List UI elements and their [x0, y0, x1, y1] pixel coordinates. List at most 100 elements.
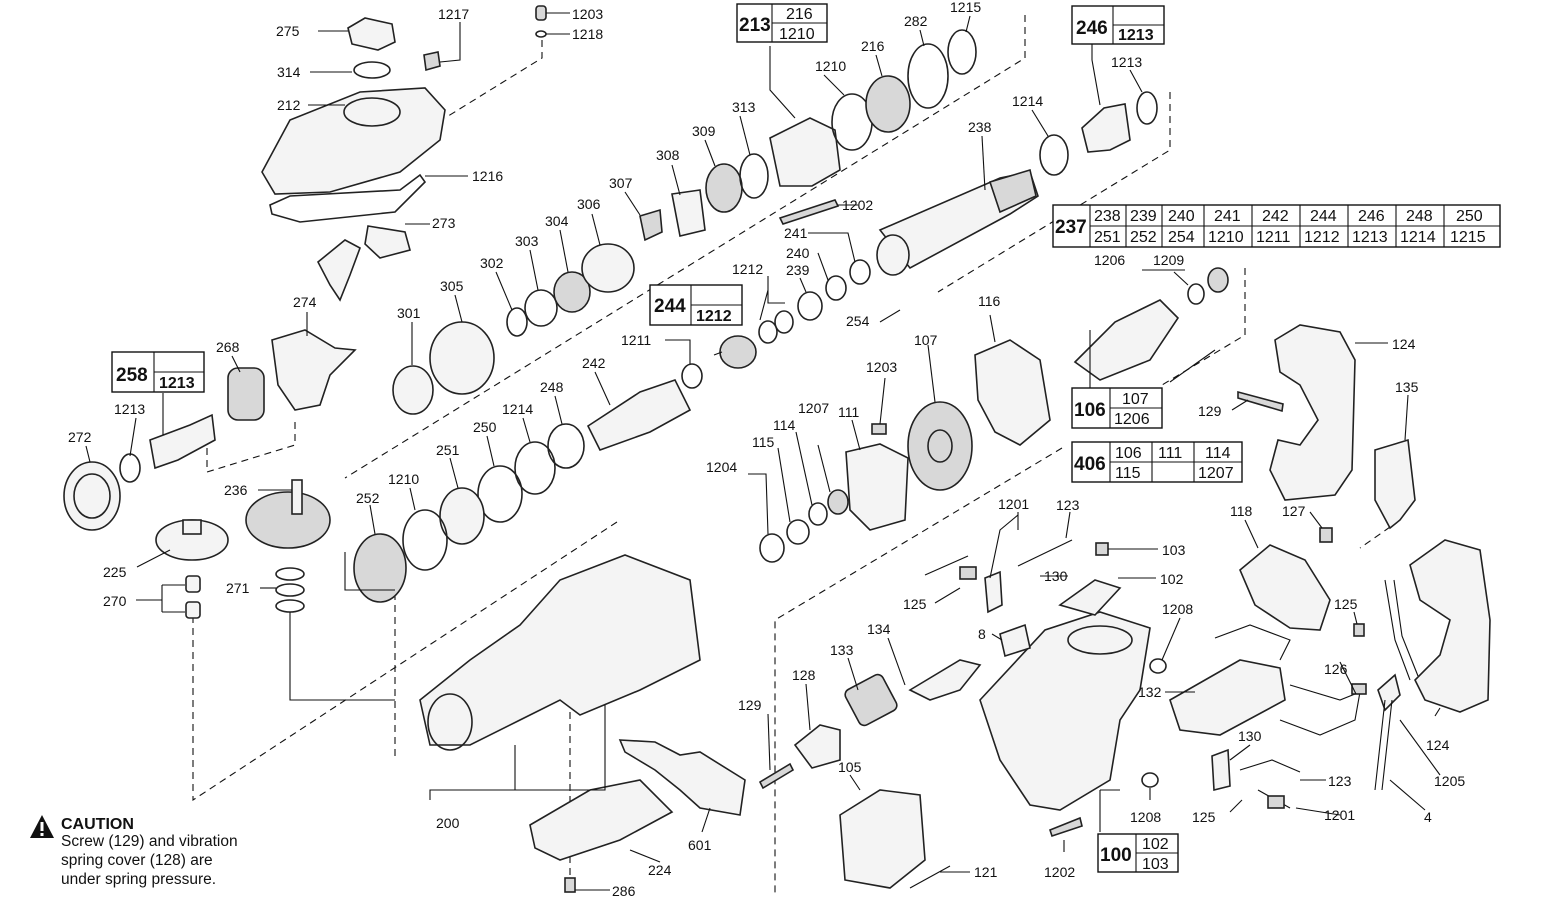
kit-box-106-item: 107 — [1122, 391, 1149, 408]
part-label-303: 303 — [515, 233, 539, 249]
part-label-270: 270 — [103, 593, 127, 609]
part-label-1216: 1216 — [472, 168, 503, 184]
part-label-282: 282 — [904, 13, 928, 29]
kit-table-237-cell: 246 — [1358, 208, 1385, 225]
kit-table-237: 237 238 239 240 241 242 244 246 248 250 … — [1052, 204, 1501, 248]
kit-table-237-cell: 240 — [1168, 208, 1195, 225]
part-label-1206: 1206 — [1094, 252, 1125, 268]
kit-box-258-item: 1213 — [159, 375, 195, 392]
kit-table-237-cell: 239 — [1130, 208, 1157, 225]
part-label-1208: 1208 — [1130, 809, 1161, 825]
caution-title: CAUTION — [61, 816, 134, 833]
part-label-1202: 1202 — [1044, 864, 1075, 880]
kit-table-237-cell: 1210 — [1208, 229, 1244, 246]
kit-table-406-id: 406 — [1074, 454, 1106, 475]
part-label-286: 286 — [612, 883, 636, 899]
part-label-125: 125 — [1192, 809, 1216, 825]
kit-table-237-cell: 252 — [1130, 229, 1157, 246]
kit-box-100-item: 103 — [1142, 856, 1169, 873]
kit-box-213-item: 1210 — [779, 26, 815, 43]
kit-box-100-item: 102 — [1142, 836, 1169, 853]
part-label-313: 313 — [732, 99, 756, 115]
part-label-271: 271 — [226, 580, 250, 596]
part-label-305: 305 — [440, 278, 464, 294]
part-label-1203: 1203 — [866, 359, 897, 375]
caution-text-line: under spring pressure. — [61, 871, 216, 888]
part-label-124: 124 — [1392, 336, 1416, 352]
part-label-304: 304 — [545, 213, 569, 229]
part-label-250: 250 — [473, 419, 497, 435]
part-label-236: 236 — [224, 482, 248, 498]
kit-box-106: 106 107 1206 — [1071, 387, 1163, 429]
part-label-306: 306 — [577, 196, 601, 212]
part-label-212: 212 — [277, 97, 301, 113]
part-label-129: 129 — [1198, 403, 1222, 419]
kit-box-106-item: 1206 — [1114, 411, 1150, 428]
kit-box-258-id: 258 — [116, 365, 148, 386]
part-label-1202: 1202 — [842, 197, 873, 213]
kit-table-237-cell: 1213 — [1352, 229, 1388, 246]
part-label-1209: 1209 — [1153, 252, 1184, 268]
kit-table-406-cell: 115 — [1115, 465, 1141, 482]
part-label-248: 248 — [540, 379, 564, 395]
kit-table-237-cell: 248 — [1406, 208, 1433, 225]
part-label-308: 308 — [656, 147, 680, 163]
part-label-124: 124 — [1426, 737, 1450, 753]
kit-box-100: 100 102 103 — [1097, 833, 1179, 873]
kit-box-213: 213 216 1210 — [736, 3, 828, 43]
kit-table-237-cell: 1214 — [1400, 229, 1436, 246]
part-label-128: 128 — [792, 667, 816, 683]
part-label-601: 601 — [688, 837, 712, 853]
part-label-129: 129 — [738, 697, 762, 713]
assembly-dashed-lines — [192, 15, 1401, 895]
part-label-1214: 1214 — [502, 401, 533, 417]
part-label-102: 102 — [1160, 571, 1184, 587]
kit-box-258: 258 1213 — [111, 351, 205, 393]
part-label-105: 105 — [838, 759, 862, 775]
kit-box-106-id: 106 — [1074, 400, 1106, 421]
part-label-273: 273 — [432, 215, 456, 231]
caution-note: CAUTION Screw (129) and vibration spring… — [30, 815, 238, 888]
part-label-127: 127 — [1282, 503, 1306, 519]
part-label-132: 132 — [1138, 684, 1162, 700]
kit-table-237-cell: 1211 — [1256, 229, 1291, 246]
part-label-135: 135 — [1395, 379, 1419, 395]
kit-table-406-cell: 1207 — [1198, 465, 1234, 482]
part-label-1205: 1205 — [1434, 773, 1465, 789]
kit-box-213-id: 213 — [739, 15, 771, 36]
kit-table-406-cell: 106 — [1115, 445, 1142, 462]
part-shapes — [63, 5, 1491, 893]
part-label-1201: 1201 — [998, 496, 1029, 512]
kit-table-406-cell: 114 — [1205, 445, 1231, 462]
kit-box-100-id: 100 — [1100, 845, 1132, 866]
part-label-121: 121 — [974, 864, 998, 880]
part-label-125: 125 — [903, 596, 927, 612]
part-label-239: 239 — [786, 262, 810, 278]
kit-table-237-cell: 241 — [1214, 208, 1241, 225]
part-label-272: 272 — [68, 429, 92, 445]
part-label-114: 114 — [773, 417, 796, 433]
part-labels: 275 1217 1203 1218 314 212 1216 273 274 … — [68, 0, 1465, 899]
kit-table-237-cell: 251 — [1094, 229, 1121, 246]
kit-table-406: 406 106 111 114 115 1207 — [1071, 441, 1243, 483]
part-label-240: 240 — [786, 245, 810, 261]
part-label-1217: 1217 — [438, 6, 469, 22]
kit-table-237-cell: 1212 — [1304, 229, 1340, 246]
part-label-301: 301 — [397, 305, 421, 321]
part-label-200: 200 — [436, 815, 460, 831]
kit-table-237-cell: 238 — [1094, 208, 1121, 225]
part-label-309: 309 — [692, 123, 716, 139]
kit-box-244: 244 1212 — [649, 284, 743, 326]
part-label-126: 126 — [1324, 661, 1348, 677]
kit-table-237-cell: 254 — [1168, 229, 1195, 246]
kit-table-237-cell: 250 — [1456, 208, 1483, 225]
part-label-134: 134 — [867, 621, 891, 637]
part-label-251: 251 — [436, 442, 460, 458]
part-label-302: 302 — [480, 255, 504, 271]
part-label-133: 133 — [830, 642, 854, 658]
kit-box-246-id: 246 — [1076, 18, 1108, 39]
part-label-1218: 1218 — [572, 26, 603, 42]
kit-table-406-cell: 111 — [1158, 445, 1182, 462]
part-label-1212: 1212 — [732, 261, 763, 277]
